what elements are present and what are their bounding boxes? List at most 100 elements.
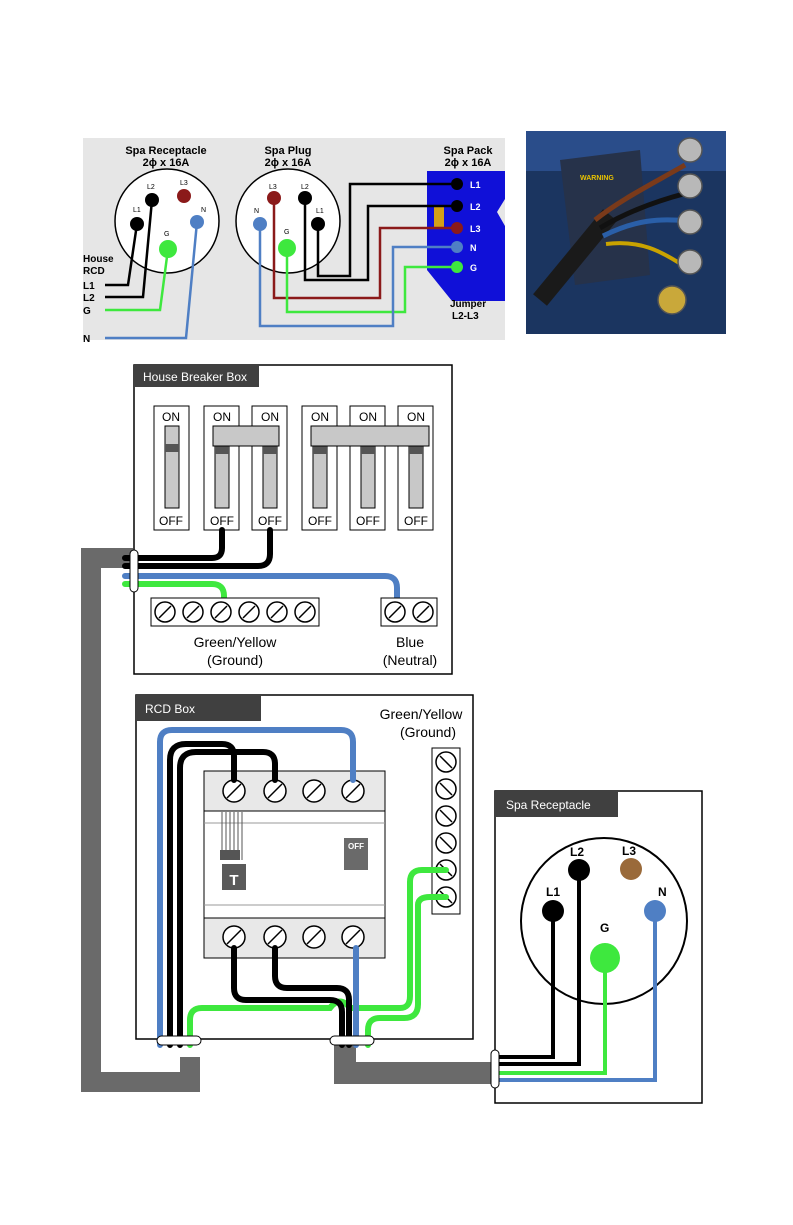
photo-screw-3 (677, 209, 703, 235)
house-wire-n (105, 221, 199, 340)
pack-wire-n (258, 224, 457, 328)
spa-pin-n (644, 900, 666, 922)
breaker-3-off-label: OFF (258, 514, 282, 528)
rcd-wire-l2-out (272, 945, 352, 1048)
photo-cable (533, 209, 617, 306)
breaker-4-off-label: OFF (308, 514, 332, 528)
rcd-wire-l1-out (231, 945, 345, 1048)
breaker-box-title: House Breaker Box (143, 370, 247, 384)
spa-receptacle-box: Spa Receptacle L1 L2 L3 N G (490, 790, 703, 1104)
spa-pin-g-label: G (600, 921, 609, 935)
breaker-wire-g (122, 581, 227, 611)
pack-wire-g (285, 248, 457, 314)
neutral-bar-label: Blue (396, 634, 424, 650)
spa-pin-n-label: N (658, 885, 667, 899)
breaker-2-on-label: ON (213, 410, 231, 424)
conduit-rcd-to-receptacle (334, 1040, 497, 1084)
breaker-4-6-tie-bar (310, 425, 430, 447)
breaker-5-on-label: ON (359, 410, 377, 424)
photo-screw-2 (677, 173, 703, 199)
receptacle-pin-l3-label: L3 (180, 180, 188, 187)
spa-pack-board (427, 171, 505, 301)
photo-warning-text: WARNING (580, 175, 614, 182)
breaker-1-on-label: ON (162, 410, 180, 424)
rcd-test-label: T (229, 872, 238, 889)
breaker-6-off-label: OFF (404, 514, 428, 528)
spa-receptacle-title: Spa Receptacle (506, 798, 591, 812)
rcd-wire-n-in (157, 727, 356, 1048)
house-wire-g-label: G (83, 306, 91, 317)
breaker-4[interactable]: ON OFF (301, 405, 338, 531)
breaker-2-3-tie-bar (212, 425, 280, 447)
house-wire-l1 (105, 223, 139, 287)
pack-wire-l3 (272, 198, 457, 300)
plug-pin-g-label: G (284, 229, 289, 236)
rcd-wire-g-in (187, 867, 449, 1048)
house-label: House (83, 254, 114, 265)
rcd-switch-label: OFF (348, 842, 364, 851)
receptacle-pin-l2-label: L2 (147, 184, 155, 191)
neutral-bar-sublabel: (Neutral) (383, 652, 437, 668)
breaker-2[interactable]: ON OFF (203, 405, 240, 531)
plug-pin-l2-label: L2 (301, 184, 309, 191)
spa-receptacle-cable-gland (490, 1049, 500, 1089)
rcd-ground-strip (431, 747, 461, 915)
rcd-wire-g-out (365, 894, 449, 1048)
spa-pin-l1-label: L1 (546, 885, 560, 899)
spa-receptacle-title-bar (495, 791, 618, 817)
rcd-cable-gland-out (329, 1035, 375, 1046)
breaker-4-on-label: ON (311, 410, 329, 424)
plug-title: Spa Plug (264, 145, 311, 157)
spa-wire-n (495, 911, 657, 1082)
conduit-breaker-to-rcd (81, 548, 200, 1092)
conduits (81, 548, 497, 1092)
house-wire-l2-label: L2 (83, 293, 95, 304)
receptacle-face (114, 168, 220, 274)
spa-pin-l3-label: L3 (622, 844, 636, 858)
pack-wires (258, 182, 457, 328)
jumper-bar (434, 207, 444, 229)
spa-pin-l2-label: L2 (570, 845, 584, 859)
rcd-box-title: RCD Box (145, 702, 195, 716)
receptacle-rating: 2ϕ x 16A (143, 157, 190, 169)
rcd-switch[interactable] (344, 838, 368, 870)
rcd-box: RCD Box Green/Yellow (Ground) T OFF (135, 694, 474, 1048)
rcd-test-button[interactable] (222, 864, 246, 890)
rcd-ground-sublabel: (Ground) (400, 724, 456, 740)
ground-bar-label: Green/Yellow (194, 634, 278, 650)
breaker-3[interactable]: ON OFF (251, 405, 288, 531)
spa-receptacle-wires (495, 870, 657, 1082)
pack-terminal-l3-label: L3 (470, 224, 481, 234)
pack-terminal-l2-label: L2 (470, 202, 481, 212)
rcd-wire-l2-in (177, 749, 278, 1048)
receptacle-title: Spa Receptacle (125, 145, 206, 157)
rcd-ground-label: Green/Yellow (380, 706, 464, 722)
pack-terminal-g-label: G (470, 263, 477, 273)
breaker-box-title-bar (134, 365, 259, 387)
rcd-device: T OFF (203, 770, 386, 959)
rcd-label: RCD (83, 266, 105, 277)
jumper-terminals-label: L2-L3 (452, 311, 479, 322)
spa-wire-g (495, 958, 607, 1075)
breaker-3-on-label: ON (261, 410, 279, 424)
plug-pin-n-label: N (254, 208, 259, 215)
breaker-5-off-label: OFF (356, 514, 380, 528)
photo-screw-5 (657, 285, 687, 315)
ground-bar: Green/Yellow (Ground) (150, 597, 320, 668)
plug-rating: 2ϕ x 16A (265, 157, 312, 169)
breaker-1[interactable]: ON OFF (153, 405, 190, 531)
photo-terminal-screws (657, 137, 703, 315)
breaker-5[interactable]: ON OFF (349, 405, 386, 531)
pack-wire-l1 (316, 182, 457, 278)
receptacle-pin-n-label: N (201, 207, 206, 214)
pack-wire-l2 (303, 198, 457, 282)
breaker-box-cable-gland (129, 549, 139, 593)
house-breaker-box: House Breaker Box ON OFF ON OFF ON OFF (122, 364, 453, 675)
breaker-wire-n (122, 573, 400, 611)
neutral-bar: Blue (Neutral) (380, 597, 438, 668)
plug-pin-l3-label: L3 (269, 184, 277, 191)
pack-terminal-l1-label: L1 (470, 180, 481, 190)
breaker-wire-l1 (122, 527, 225, 561)
breaker-6[interactable]: ON OFF (397, 405, 434, 531)
